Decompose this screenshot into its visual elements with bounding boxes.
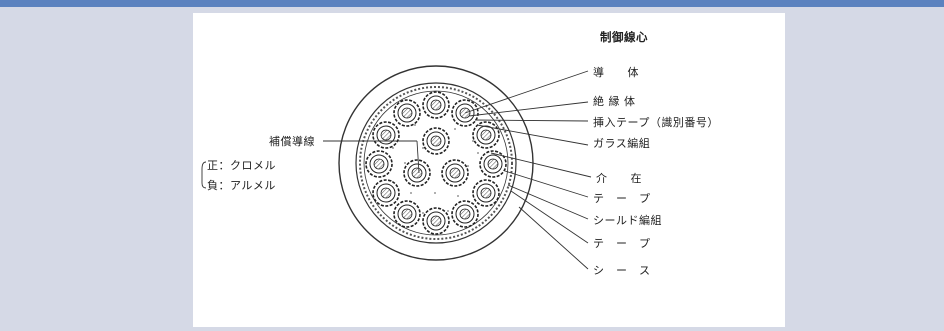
label-shield-braid: シールド編組 xyxy=(593,214,662,227)
label-control-core-title: 制御線心 xyxy=(600,30,648,44)
cable-cross-section-diagram xyxy=(201,65,592,270)
label-filler: 介 在 xyxy=(596,172,642,185)
label-positive-chromel: 正：クロメル xyxy=(207,159,276,172)
figure-panel: 制御線心 導 体 絶 縁 体 挿入テープ（識別番号） ガラス編組 介 在 テ ー… xyxy=(193,13,785,327)
label-compensating-wire: 補償導線 xyxy=(269,135,315,148)
leader-lines xyxy=(201,70,592,270)
label-tape-1: テ ー プ xyxy=(593,192,651,205)
label-conductor: 導 体 xyxy=(593,66,639,79)
label-tape-2: テ ー プ xyxy=(593,237,651,250)
label-negative-alumel: 負：アルメル xyxy=(207,179,276,192)
label-inserted-tape: 挿入テープ（識別番号） xyxy=(593,116,719,129)
label-glass-braid: ガラス編組 xyxy=(593,137,651,150)
tape-ring xyxy=(355,82,517,244)
core-group xyxy=(365,91,507,235)
label-insulator: 絶 縁 体 xyxy=(593,95,636,108)
shield-braid-ring xyxy=(359,86,513,240)
inner-tape-ring xyxy=(363,90,509,236)
top-accent-bar xyxy=(0,0,944,7)
label-sheath: シ ー ス xyxy=(593,264,651,277)
